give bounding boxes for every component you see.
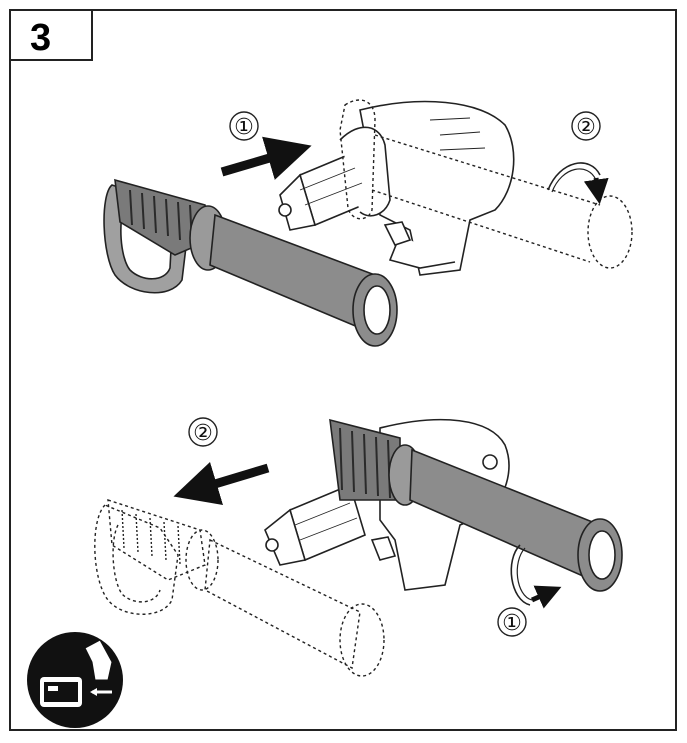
side-handle-bottom — [329, 418, 623, 592]
ghost-handle-top — [339, 99, 633, 269]
label-rotate-bottom: ① — [502, 611, 522, 636]
battery-remove-icon — [27, 632, 123, 728]
rotate-arrow-top — [547, 162, 609, 205]
drill-top — [278, 100, 515, 276]
ghost-handle-bottom — [94, 499, 385, 677]
label-rotate-top: ② — [576, 115, 596, 140]
label-pull-bottom: ② — [193, 421, 213, 446]
top-panel: ① ② — [103, 99, 633, 347]
push-arrow — [220, 136, 312, 180]
step-number: 3 — [30, 17, 51, 59]
pull-arrow — [173, 461, 270, 506]
side-handle-top — [103, 178, 398, 347]
label-push-top: ① — [234, 115, 254, 140]
bottom-panel: ② ① — [94, 417, 623, 677]
rotate-arrow-bottom — [510, 544, 562, 609]
step-frame — [9, 9, 677, 731]
